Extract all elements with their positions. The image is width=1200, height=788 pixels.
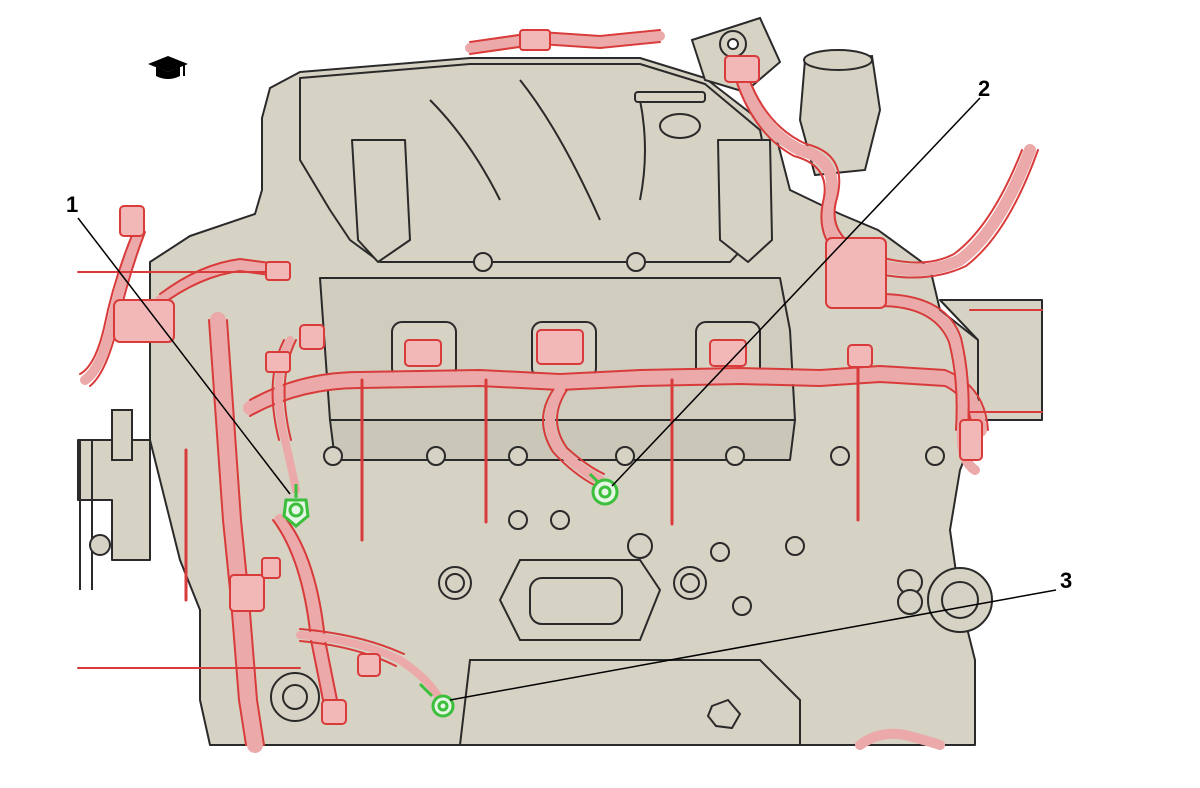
rocker-cover-bolts — [323, 252, 945, 556]
callout-1: 1 — [66, 192, 291, 495]
callout-label-3: 3 — [1060, 568, 1072, 593]
left-tube-fittings — [79, 409, 133, 590]
callout-3: 3 — [449, 568, 1072, 701]
callout-2: 2 — [611, 76, 990, 487]
lower-block-features — [270, 510, 993, 746]
callout-label-2: 2 — [978, 76, 990, 101]
intake-cover — [299, 63, 773, 263]
ground-terminal-3 — [418, 682, 455, 718]
callout-label-1: 1 — [66, 192, 78, 217]
graduation-cap-icon — [148, 56, 188, 79]
harness-connectors — [113, 29, 983, 725]
ground-terminal-1 — [282, 484, 310, 528]
ground-terminal-2 — [588, 472, 619, 506]
